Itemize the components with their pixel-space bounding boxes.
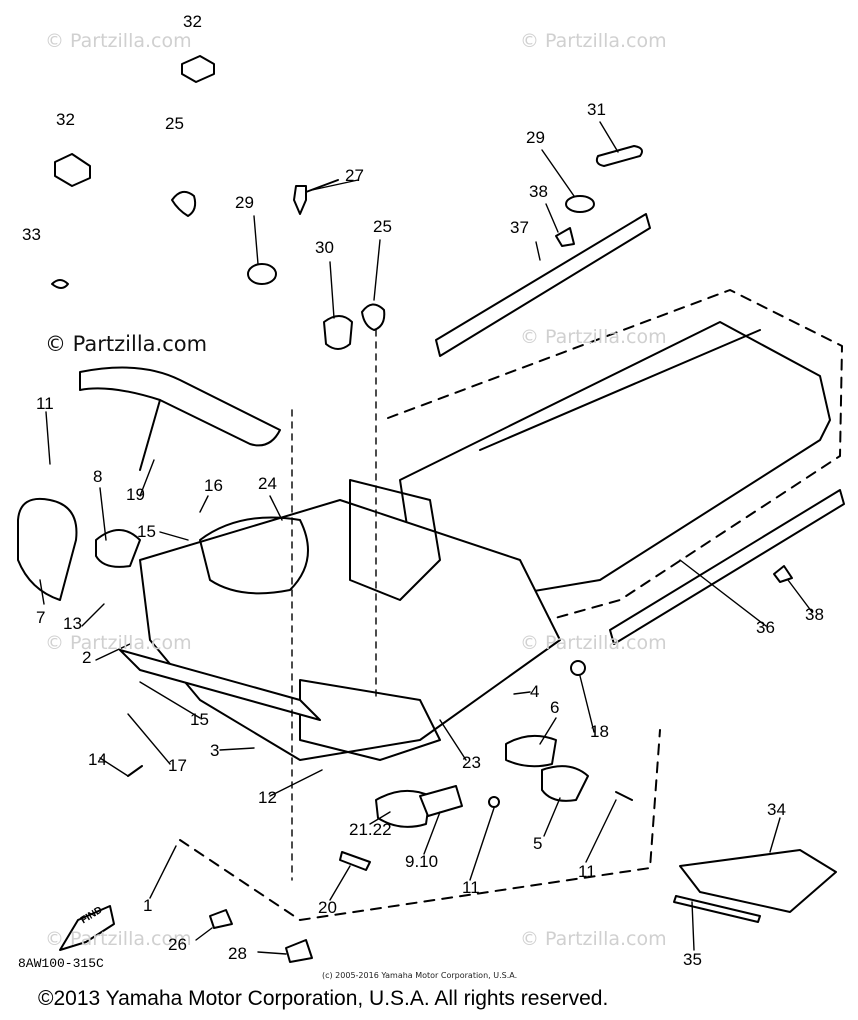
part-36-rail (609, 489, 845, 645)
part-callout: 37 (510, 218, 529, 237)
part-19-bar (79, 366, 281, 447)
part-callout: 11 (36, 394, 54, 413)
watermark: © Partzilla.com (520, 632, 667, 654)
part-callout: 18 (590, 722, 609, 741)
part-callout: 30 (315, 238, 334, 257)
watermark: © Partzilla.com (45, 30, 192, 52)
part-callout: 32 (56, 110, 75, 129)
part-callout: 7 (36, 608, 46, 627)
part-37-rail (435, 213, 651, 357)
part-35-strip (673, 895, 761, 923)
part-5-flange (541, 765, 589, 802)
part-callout: 5 (533, 834, 543, 853)
part-7-cover (17, 498, 78, 601)
part-callout: 17 (168, 756, 187, 775)
part-callout: 29 (526, 128, 545, 147)
part-38-clip (555, 227, 575, 247)
part-29-grommet (247, 263, 277, 285)
diagram-code: 8AW100-315C (18, 956, 104, 971)
find-arrow (59, 905, 115, 951)
part-callout: 36 (756, 618, 775, 637)
small-copyright: (c) 2005-2016 Yamaha Motor Corporation, … (322, 971, 518, 980)
part-28-clip (285, 939, 313, 963)
part-callout: 35 (683, 950, 702, 969)
part-26-clip (209, 909, 233, 929)
part-callout: 14 (88, 750, 107, 769)
part-19-stay (139, 399, 161, 471)
part-callout: 32 (183, 12, 202, 31)
watermark: © Partzilla.com (520, 928, 667, 950)
watermark: © Partzilla.com (45, 928, 192, 950)
footer-copyright: ©2013 Yamaha Motor Corporation, U.S.A. A… (38, 987, 609, 1010)
part-callout: 38 (529, 182, 548, 201)
part-20-pin (339, 851, 371, 871)
part-callout: 25 (165, 114, 184, 133)
part-callout: 1 (143, 896, 153, 915)
part-callout: 15 (137, 522, 156, 541)
frame-detail-c (299, 679, 441, 761)
part-callout: 34 (767, 800, 786, 819)
part-25-clip (171, 190, 197, 217)
part-11-bolt-b (615, 791, 633, 801)
part-32-pad (54, 153, 91, 187)
watermark: © Partzilla.com (520, 326, 667, 348)
part-callout: 11 (462, 878, 480, 897)
part-14-bolt (127, 765, 143, 777)
part-8-plate (95, 529, 141, 568)
watermark: © Partzilla.com (45, 632, 192, 654)
frame-detail-b (349, 479, 441, 601)
watermark: © Partzilla.com (520, 30, 667, 52)
part-callout: 2 (82, 648, 92, 667)
part-callout: 4 (530, 682, 540, 701)
frame-detail-a (199, 516, 309, 595)
part-29-grommet-b (565, 195, 595, 213)
part-callout: 6 (550, 698, 560, 717)
part-callout: 26 (168, 935, 187, 954)
part-21-22-gasket (375, 789, 431, 828)
part-34-plate (679, 849, 837, 913)
part-callout: 21.22 (349, 820, 392, 839)
part-9-10-spring (419, 785, 463, 817)
part-11-bolt (488, 796, 500, 808)
deck-outline (387, 289, 843, 651)
leader-lines (39, 121, 813, 955)
part-callout: 33 (22, 225, 41, 244)
part-30-grommet (323, 315, 353, 350)
lower-outline (179, 729, 661, 921)
watermark: © Partzilla.com (45, 332, 208, 356)
part-33-clip (51, 279, 69, 289)
part-25-clip-b (361, 303, 386, 331)
part-callout: 31 (587, 100, 606, 119)
part-callout: 13 (63, 614, 82, 633)
part-callout: 20 (318, 898, 337, 917)
part-18-ball (570, 660, 586, 676)
part-callout: 9.10 (405, 852, 439, 871)
part-callout: 11 (578, 862, 596, 881)
part-callout: 24 (258, 474, 277, 493)
part-38-clip-b (773, 565, 793, 583)
deck-inner-line (479, 329, 761, 451)
part-callout: 25 (373, 217, 392, 236)
part-callout: 19 (126, 485, 145, 504)
part-callout: 8 (93, 467, 103, 486)
part-callout: 12 (258, 788, 277, 807)
part-31-bracket (595, 145, 643, 167)
part-callout: 23 (462, 753, 481, 772)
frame-crossbar (119, 649, 321, 721)
part-32-pad-top (181, 55, 215, 83)
part-callout: 28 (228, 944, 247, 963)
part-callout: 15 (190, 710, 209, 729)
part-callout: 16 (204, 476, 223, 495)
part-callout: 38 (805, 605, 824, 624)
part-callout: 3 (210, 741, 220, 760)
part-callout: 27 (345, 166, 364, 185)
part-callout: 29 (235, 193, 254, 212)
part-6-gasket (505, 734, 557, 768)
